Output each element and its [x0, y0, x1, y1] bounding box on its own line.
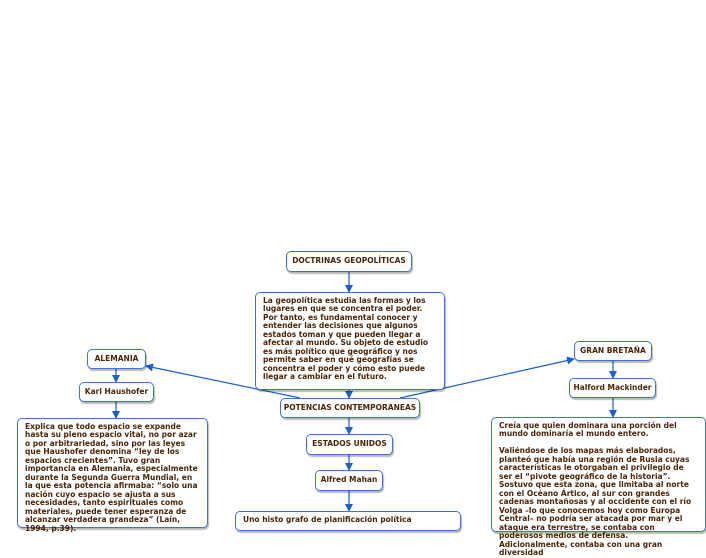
node-alemania[interactable]: ALEMANIA: [87, 349, 146, 369]
node-definicion-geopolitica[interactable]: La geopolítica estudia las formas y los …: [255, 292, 445, 390]
node-halford-mackinder[interactable]: Halford Mackinder: [569, 378, 656, 398]
node-gran-bretana[interactable]: GRAN BRETAÑA: [574, 341, 652, 361]
concept-map: DOCTRINAS GEOPOLÍTICAS La geopolítica es…: [17, 251, 706, 557]
connector-potencias-gran-bretana: [399, 356, 575, 399]
node-mahan-description[interactable]: Uno histo grafo de planificación polític…: [235, 511, 461, 531]
node-alfred-mahan[interactable]: Alfred Mahan: [315, 470, 383, 491]
connector-layer: [112, 272, 617, 512]
node-doctrinas-geopoliticas[interactable]: DOCTRINAS GEOPOLÍTICAS: [286, 251, 412, 272]
node-mackinder-description[interactable]: Creía que quien dominara una porción del…: [491, 417, 706, 557]
connector-potencias-alemania: [145, 363, 301, 399]
node-estados-unidos[interactable]: ESTADOS UNIDOS: [306, 434, 393, 455]
node-potencias-contemporaneas[interactable]: POTENCIAS CONTEMPORANEAS: [280, 398, 420, 418]
node-haushofer-description[interactable]: Explica que todo espacio se expande hast…: [17, 418, 208, 532]
node-karl-haushofer[interactable]: Karl Haushofer: [79, 382, 154, 402]
